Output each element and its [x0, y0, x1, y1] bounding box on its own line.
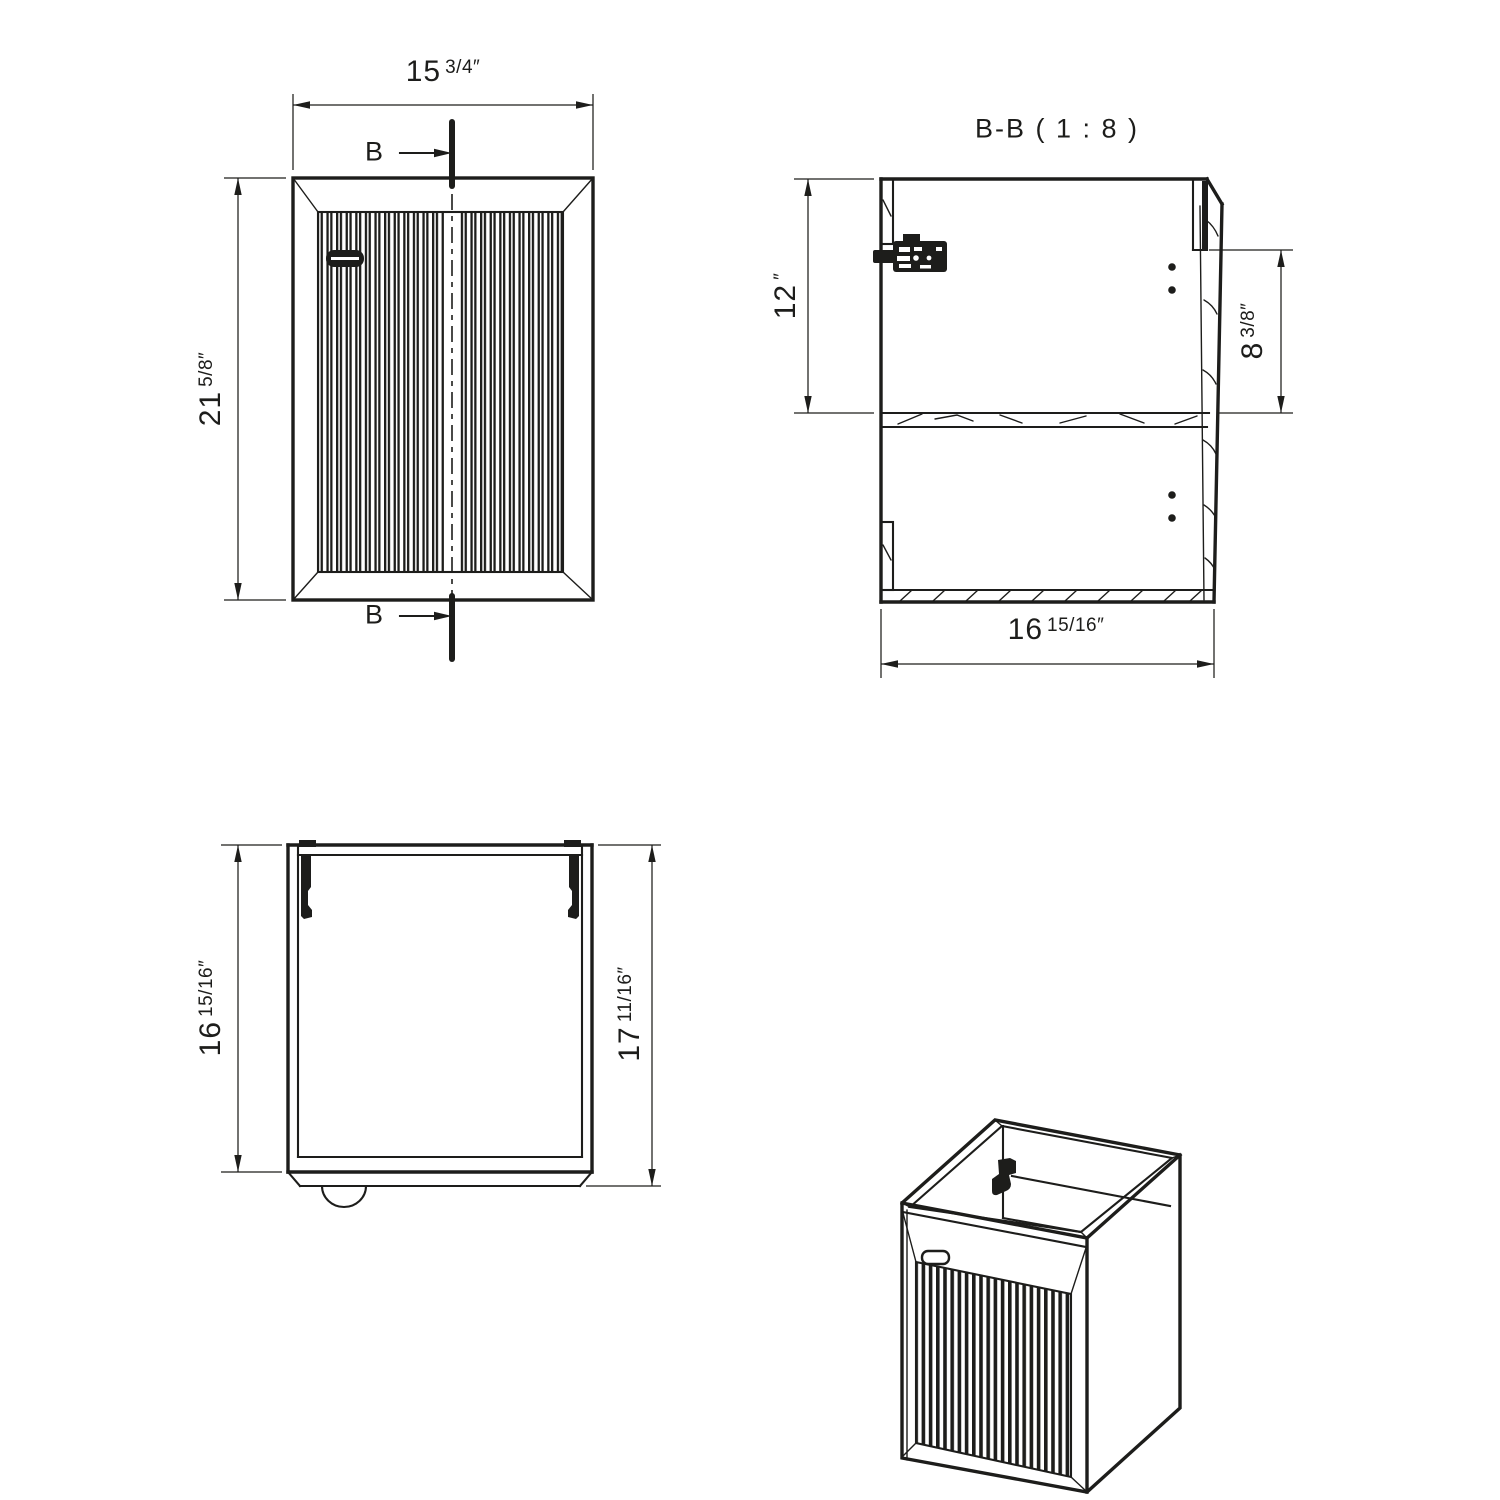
section-side-panel-dimension [1209, 249, 1293, 414]
dimension-whole: 21 [194, 390, 227, 427]
handle-top-profile [320, 1184, 368, 1209]
dimension-fraction: 15/16″ [196, 959, 217, 1017]
mount-bracket-right [568, 855, 579, 919]
iso-door-handle [920, 1249, 951, 1266]
section-title-text: B-B ( 1 : 8 ) [974, 113, 1140, 144]
top-overall-depth-dimension [586, 844, 661, 1187]
front-top-rail [879, 177, 895, 246]
iso-interior [992, 1124, 1172, 1234]
fluted-door-right [459, 213, 563, 571]
dimension-fraction: 5/8″ [196, 351, 217, 387]
section-view-bb [794, 176, 1293, 678]
dimension-fraction: 15/16″ [1047, 615, 1105, 636]
side-panel-grain [1202, 219, 1219, 571]
door-top-profile [286, 1170, 594, 1209]
bottom-panel [879, 588, 1215, 602]
top-depth-label: 16 15/16″ [194, 959, 227, 1057]
section-letter: B [364, 136, 384, 167]
hinge-detail [873, 234, 947, 272]
isometric-view [900, 1118, 1183, 1494]
dimension-whole: 16 [194, 1020, 227, 1057]
dimension-whole: 15 [405, 55, 442, 88]
section-width-dimension [880, 609, 1215, 678]
top-view [221, 840, 661, 1209]
shelf-pin-holes [1168, 263, 1176, 522]
iso-mount-bracket [992, 1158, 1016, 1196]
dimension-fraction: ″ [771, 272, 792, 280]
dimension-whole: 16 [1007, 613, 1044, 646]
dimension-fraction: 3/4″ [445, 57, 481, 78]
front-width-dimension [292, 94, 594, 170]
mount-tab-left [299, 840, 316, 847]
section-upper-height-label: 12 ″ [769, 272, 802, 320]
front-height-dimension [224, 177, 286, 601]
dimension-whole: 8 [1236, 341, 1269, 360]
fluted-door-left [318, 213, 444, 571]
door-handle [326, 250, 364, 267]
section-side-panel-label: 8 3/8″ [1236, 302, 1269, 360]
dimension-whole: 12 [769, 283, 802, 320]
section-marker-bottom-label: B [364, 599, 384, 630]
middle-shelf [879, 411, 1211, 429]
mount-tab-right [564, 840, 581, 847]
dimension-whole: 17 [613, 1026, 646, 1062]
mount-bracket-left [301, 855, 312, 919]
iso-top-rim [901, 1119, 1181, 1461]
dimension-fraction: 11/16″ [615, 966, 636, 1023]
section-view-title: B-B ( 1 : 8 ) [974, 113, 1140, 144]
back-top-rail [1191, 177, 1209, 252]
front-height-dimension-label: 21 5/8″ [194, 351, 227, 427]
top-overall-depth-label: 17 11/16″ [613, 966, 646, 1062]
section-marker-top-label: B [364, 136, 384, 167]
dimension-fraction: 3/8″ [1238, 302, 1259, 338]
front-outer-frame [291, 176, 595, 602]
section-letter: B [364, 599, 384, 630]
iso-fluted-door [916, 1262, 1071, 1477]
front-door-panel [316, 210, 565, 574]
section-upper-height-dimension [794, 178, 874, 414]
top-depth-dimension [221, 844, 282, 1173]
section-cut-line [398, 119, 455, 662]
front-bottom-rail [879, 520, 895, 592]
front-view [224, 94, 595, 662]
